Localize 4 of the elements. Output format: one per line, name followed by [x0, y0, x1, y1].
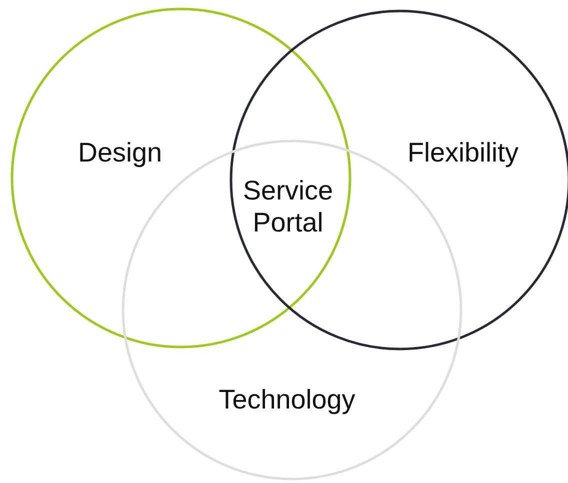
- circle-label: Flexibility: [407, 138, 519, 168]
- circle-label: Design: [78, 138, 162, 168]
- overlap-label: Service Portal: [242, 174, 334, 240]
- circle-label: Technology: [218, 384, 356, 416]
